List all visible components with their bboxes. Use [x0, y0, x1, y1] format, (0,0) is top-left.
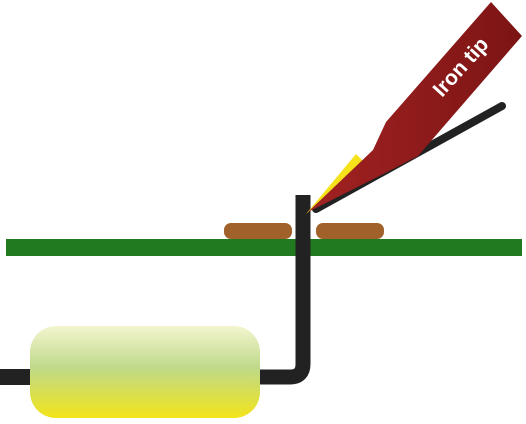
component-lead-right	[255, 195, 311, 385]
heat-glow	[306, 154, 366, 214]
pcb-board	[6, 239, 522, 256]
component-body	[30, 326, 260, 418]
solder-pad-left	[224, 223, 292, 239]
solder-pad-right	[316, 223, 384, 239]
